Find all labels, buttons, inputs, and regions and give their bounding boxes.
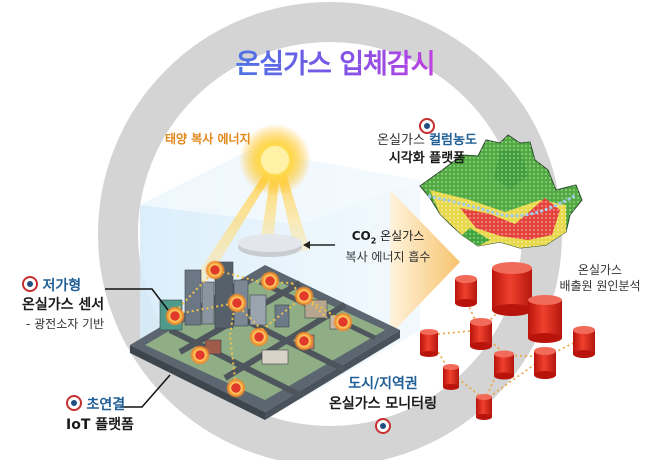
co2-prefix: CO <box>351 229 371 243</box>
emission-source-cylinder-icon <box>420 262 595 420</box>
seoul-concentration-map <box>419 134 583 249</box>
iot-label-line2: IoT 플랫폼 <box>66 417 134 433</box>
sensor-label-line3: - 광전소자 기반 <box>26 317 105 331</box>
target-bullet-icon <box>66 395 82 411</box>
iot-network-lines <box>171 268 344 389</box>
absorption-disc <box>238 234 335 257</box>
sensor-leader-line <box>105 288 169 311</box>
sun-icon <box>239 124 311 196</box>
map-label-prefix: 온실가스 <box>377 133 430 148</box>
monitoring-label-highlight: 도시/지역권 <box>348 376 418 392</box>
emission-analysis-label: 온실가스 배출원 원인분석 <box>545 262 655 294</box>
map-label-line2: 시각화 플랫폼 <box>388 151 466 166</box>
city-illustration <box>130 260 400 420</box>
map-platform-label: 온실가스 컬럼농도 시각화 플랫폼 <box>367 118 487 168</box>
iot-platform-label: 초연결 IoT 플랫폼 <box>66 395 134 435</box>
co2-subscript: 2 <box>370 236 377 246</box>
co2-line2: 복사 에너지 흡수 <box>345 250 431 265</box>
sensor-label-highlight: 저가형 <box>42 278 82 294</box>
iot-label-highlight: 초연결 <box>86 397 126 413</box>
co2-absorption-label: CO2 온실가스 복사 에너지 흡수 <box>318 228 458 265</box>
iot-leader-line <box>120 374 171 408</box>
flow-arrow <box>390 190 460 335</box>
sensor-label: 저가형 온실가스 센서 - 광전소자 기반 <box>22 276 104 334</box>
sensor-label-line2: 온실가스 센서 <box>22 297 105 313</box>
emission-label-line1: 온실가스 <box>577 263 623 277</box>
page-title: 온실가스 입체감시 <box>210 42 460 81</box>
arrow-icon <box>303 241 310 249</box>
solar-radiation-label: 태양 복사 에너지 <box>165 132 251 146</box>
co2-rest: 온실가스 <box>376 229 425 243</box>
monitoring-label-line2: 온실가스 모니터링 <box>329 396 437 412</box>
monitoring-label: 도시/지역권 온실가스 모니터링 <box>308 374 458 438</box>
target-bullet-icon <box>22 276 38 292</box>
map-label-highlight: 컬럼농도 <box>429 133 477 148</box>
target-bullet-icon <box>375 418 391 434</box>
sensor-marker-icon <box>165 260 353 398</box>
emission-label-line2: 배출원 원인분석 <box>559 279 641 293</box>
target-bullet-icon <box>419 118 435 134</box>
